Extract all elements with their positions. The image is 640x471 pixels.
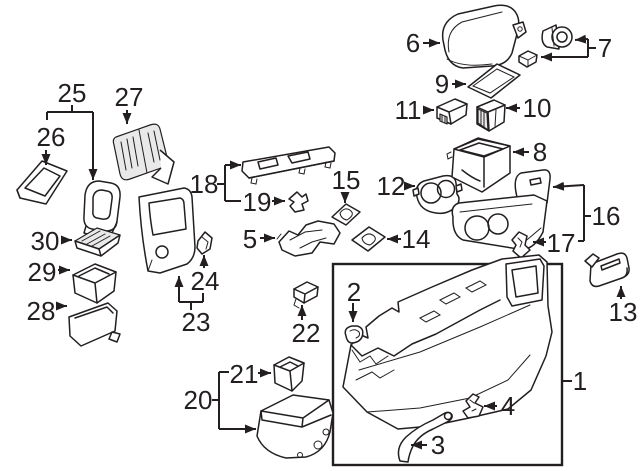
callout-25: 25 bbox=[46, 78, 98, 180]
callout-30: 30 bbox=[31, 226, 72, 256]
callout-7-label: 7 bbox=[598, 33, 612, 63]
callout-23-label: 23 bbox=[182, 307, 211, 337]
callout-3-label: 3 bbox=[431, 430, 445, 460]
part-27-vent-grille bbox=[112, 123, 175, 185]
callout-26-label: 26 bbox=[37, 122, 66, 152]
callout-8: 8 bbox=[513, 137, 547, 167]
callout-9: 9 bbox=[435, 69, 466, 99]
part-1-highlight-box bbox=[331, 262, 564, 467]
callout-18-bracket bbox=[217, 165, 241, 202]
callout-21: 21 bbox=[230, 359, 271, 389]
callout-22: 22 bbox=[292, 305, 321, 348]
callout-14: 14 bbox=[387, 224, 430, 254]
callout-15-label: 15 bbox=[332, 165, 361, 195]
callout-19-label: 19 bbox=[243, 187, 272, 217]
part-4-retainer-clip bbox=[462, 393, 484, 419]
part-28-bin-lid bbox=[68, 302, 121, 347]
callout-29-label: 29 bbox=[28, 257, 57, 287]
callout-12-label: 12 bbox=[377, 171, 406, 201]
part-12-cup-holder-insert bbox=[412, 174, 463, 215]
callout-30-label: 30 bbox=[31, 226, 60, 256]
part-23-side-trim-panel bbox=[138, 187, 196, 274]
callout-1: 1 bbox=[562, 366, 587, 396]
callout-11: 11 bbox=[395, 95, 434, 125]
callout-4: 4 bbox=[484, 391, 515, 421]
callout-17-label: 17 bbox=[547, 228, 576, 258]
callout-7-bracket bbox=[587, 39, 596, 57]
callout-27: 27 bbox=[115, 82, 144, 124]
callout-3: 3 bbox=[411, 430, 445, 460]
callout-7-arrow-top bbox=[574, 34, 589, 44]
part-2-grommet bbox=[344, 325, 364, 344]
callout-13-label: 13 bbox=[609, 297, 638, 327]
callout-7: 7 bbox=[541, 33, 612, 63]
part-26-storage-tray bbox=[16, 160, 68, 205]
callout-23: 23 bbox=[174, 276, 211, 337]
part-19-retainer-clip bbox=[288, 191, 309, 213]
part-11-storage-lid bbox=[436, 98, 468, 125]
part-18-trim-plate bbox=[241, 146, 336, 185]
callout-20: 20 bbox=[184, 371, 256, 434]
callout-15: 15 bbox=[332, 165, 361, 203]
callout-2: 2 bbox=[347, 277, 361, 322]
callout-16-label: 16 bbox=[592, 201, 621, 231]
part-29-storage-bin bbox=[72, 263, 117, 304]
callout-12: 12 bbox=[377, 171, 415, 201]
callout-24-label: 24 bbox=[191, 266, 220, 296]
part-14-rubber-mat bbox=[351, 226, 386, 252]
callout-25-label: 25 bbox=[58, 78, 87, 108]
part-9-liner-mat bbox=[467, 63, 521, 99]
part-8-storage-bin bbox=[446, 137, 511, 193]
callout-13: 13 bbox=[609, 286, 638, 327]
part-21-storage-bin bbox=[273, 356, 305, 392]
part-15-rubber-mat bbox=[331, 203, 361, 226]
callout-5: 5 bbox=[243, 224, 275, 254]
callout-2-label: 2 bbox=[347, 277, 361, 307]
callout-18: 18 bbox=[190, 160, 241, 202]
part-6-armrest-lid bbox=[441, 4, 527, 69]
part-7-power-outlet bbox=[518, 24, 573, 68]
callout-21-label: 21 bbox=[230, 359, 259, 389]
callout-20-label: 20 bbox=[184, 385, 213, 415]
callout-25-bracket bbox=[46, 105, 93, 120]
callout-22-label: 22 bbox=[292, 318, 321, 348]
callout-19: 19 bbox=[243, 187, 285, 217]
callout-17: 17 bbox=[533, 228, 575, 258]
callout-1-label: 1 bbox=[573, 366, 587, 396]
part-13-switch-panel bbox=[584, 252, 630, 288]
callout-8-label: 8 bbox=[533, 137, 547, 167]
part-30-storage-tray bbox=[74, 227, 121, 257]
callout-20-bracket bbox=[212, 371, 229, 429]
callout-28-label: 28 bbox=[27, 296, 56, 326]
callout-14-label: 14 bbox=[402, 224, 431, 254]
callout-29: 29 bbox=[28, 257, 70, 287]
part-20-rear-storage-box bbox=[256, 394, 334, 459]
callout-16-bracket bbox=[578, 185, 591, 242]
part-1-console-assembly bbox=[342, 254, 553, 430]
callout-10-label: 10 bbox=[523, 93, 552, 123]
callout-9-label: 9 bbox=[435, 69, 449, 99]
callout-26: 26 bbox=[37, 122, 66, 165]
callout-11-label: 11 bbox=[395, 95, 422, 125]
callout-10: 10 bbox=[506, 93, 551, 123]
callout-28: 28 bbox=[27, 296, 67, 326]
callout-6: 6 bbox=[406, 28, 440, 58]
callout-5-label: 5 bbox=[243, 224, 257, 254]
callout-18-label: 18 bbox=[190, 169, 219, 199]
callout-24: 24 bbox=[191, 255, 220, 296]
callout-6-label: 6 bbox=[406, 28, 420, 58]
callout-4-label: 4 bbox=[501, 391, 515, 421]
callout-23-bracket bbox=[179, 293, 204, 310]
part-22-switch bbox=[293, 281, 319, 309]
callout-16-arrow bbox=[552, 181, 585, 191]
part-24-retainer-clip bbox=[196, 231, 213, 255]
part-10-connector-block bbox=[476, 99, 506, 132]
part-17-retainer-clip bbox=[511, 231, 531, 259]
part-5-mounting-bracket bbox=[276, 220, 341, 257]
callout-27-label: 27 bbox=[115, 82, 144, 112]
callout-16: 16 bbox=[552, 181, 621, 242]
